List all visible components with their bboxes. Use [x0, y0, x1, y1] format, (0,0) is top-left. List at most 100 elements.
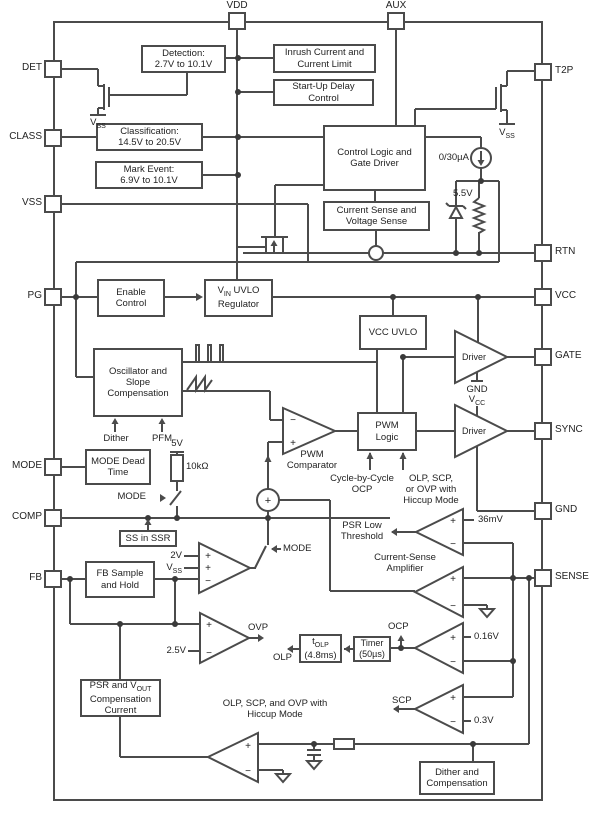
- mode-signal-label: MODE: [117, 491, 147, 502]
- current-source-label: 0/30µA: [438, 152, 469, 163]
- wire: [376, 350, 378, 412]
- junction-dot: [453, 250, 459, 256]
- pin-det-label: DET: [22, 62, 42, 73]
- wire: [426, 136, 481, 138]
- pin-mode: [44, 458, 62, 476]
- block-ss-in-ssr: SS in SSR: [119, 530, 177, 547]
- zener-voltage-label: 5.5V: [453, 188, 473, 199]
- wire: [249, 637, 258, 639]
- wire: [161, 420, 163, 432]
- olp-scp-ovp-label: OLP, SCP, or OVP with Hiccup Mode: [403, 473, 459, 507]
- wire: [394, 708, 415, 710]
- wire: [275, 184, 323, 186]
- wire: [335, 430, 357, 432]
- wire: [203, 174, 238, 176]
- wire: [272, 548, 281, 550]
- pin-aux-label: AUX: [385, 0, 407, 11]
- wire: [395, 30, 397, 125]
- pfm-label: PFM: [151, 433, 173, 444]
- vss-ground-label: VSS: [499, 127, 515, 140]
- pin-class: [44, 129, 62, 147]
- ref-25v-label: 2.5V: [166, 645, 186, 656]
- wire: [480, 137, 482, 148]
- wire: [274, 185, 276, 237]
- wire: [114, 420, 116, 432]
- hiccup-mode-label: OLP, SCP, and OVP with Hiccup Mode: [222, 698, 328, 721]
- pin-det: [44, 60, 62, 78]
- wire: [374, 191, 376, 201]
- pin-fb-label: FB: [29, 572, 42, 583]
- wire: [477, 510, 535, 512]
- wire: [455, 218, 457, 253]
- block-startup-delay: Start-Up Delay Control: [273, 79, 374, 106]
- threshold-36mv-label: 36mV: [478, 514, 503, 525]
- pin-vcc-label: VCC: [555, 290, 577, 301]
- pin-aux: [387, 12, 405, 30]
- wire: [402, 357, 404, 412]
- current-sense-amp-label: Current-Sense Amplifier: [374, 552, 436, 575]
- wire: [463, 542, 513, 544]
- block-inrush-current-limit: Inrush Current and Current Limit: [273, 44, 376, 73]
- wire: [512, 543, 514, 697]
- block-fb-sample-hold: FB Sample and Hold: [85, 561, 155, 598]
- pin-sense-label: SENSE: [555, 571, 589, 582]
- wire: [506, 71, 508, 86]
- pin-rtn-label: RTN: [555, 246, 576, 257]
- wire: [70, 623, 200, 625]
- wire: [176, 506, 178, 518]
- wire: [478, 181, 480, 198]
- wire: [69, 579, 71, 624]
- wire: [507, 70, 535, 72]
- wire: [330, 590, 415, 592]
- block-current-voltage-sense: Current Sense and Voltage Sense: [323, 201, 430, 231]
- ref-vss-label: VSS: [166, 562, 182, 575]
- wire: [417, 430, 455, 432]
- wire: [498, 181, 500, 262]
- ovp-label: OVP: [248, 622, 269, 633]
- block-psr-vout-compensation: PSR and VOUT Compensation Current: [80, 679, 161, 717]
- block-oscillator: Oscillator and Slope Compensation: [93, 348, 183, 417]
- pin-sense: [534, 569, 552, 587]
- wire: [477, 297, 479, 343]
- wire: [354, 743, 529, 745]
- wire: [486, 605, 488, 610]
- ocp-label: OCP: [388, 621, 409, 632]
- pin-gate: [534, 348, 552, 366]
- pin-comp: [44, 509, 62, 527]
- wire: [184, 567, 199, 569]
- pin-fb: [44, 570, 62, 588]
- pin-pg: [44, 288, 62, 306]
- psr-low-threshold-label: PSR Low Threshold: [340, 520, 384, 543]
- junction-dot: [311, 741, 317, 747]
- wire: [476, 446, 478, 511]
- junction-dot: [510, 658, 516, 664]
- wire: [258, 769, 283, 771]
- junction-dot: [398, 645, 404, 651]
- junction-dot: [476, 250, 482, 256]
- junction-dot: [475, 294, 481, 300]
- block-dither-compensation: Dither and Compensation: [419, 761, 495, 795]
- wire: [147, 521, 149, 531]
- wire: [97, 69, 99, 86]
- pin-sync: [534, 422, 552, 440]
- wire: [269, 391, 271, 420]
- pwm-comparator-label: PWM Comparator: [286, 449, 338, 472]
- chip-outline: [53, 21, 543, 801]
- pin-rtn: [534, 244, 552, 262]
- olp-label: OLP: [273, 652, 293, 663]
- resistor-10k-label: 10kΩ: [186, 461, 209, 472]
- vss-ground-label: VSS: [90, 117, 106, 130]
- wire: [463, 696, 513, 698]
- wire: [478, 232, 480, 253]
- threshold-03v-label: 0.3V: [474, 715, 494, 726]
- wire: [463, 577, 535, 579]
- wire: [507, 356, 535, 358]
- junction-dot: [478, 178, 484, 184]
- wire: [344, 648, 353, 650]
- pin-gnd-label: GND: [555, 504, 578, 515]
- wire: [186, 72, 188, 95]
- wire: [236, 30, 238, 279]
- wire: [184, 555, 199, 557]
- wire: [392, 297, 394, 315]
